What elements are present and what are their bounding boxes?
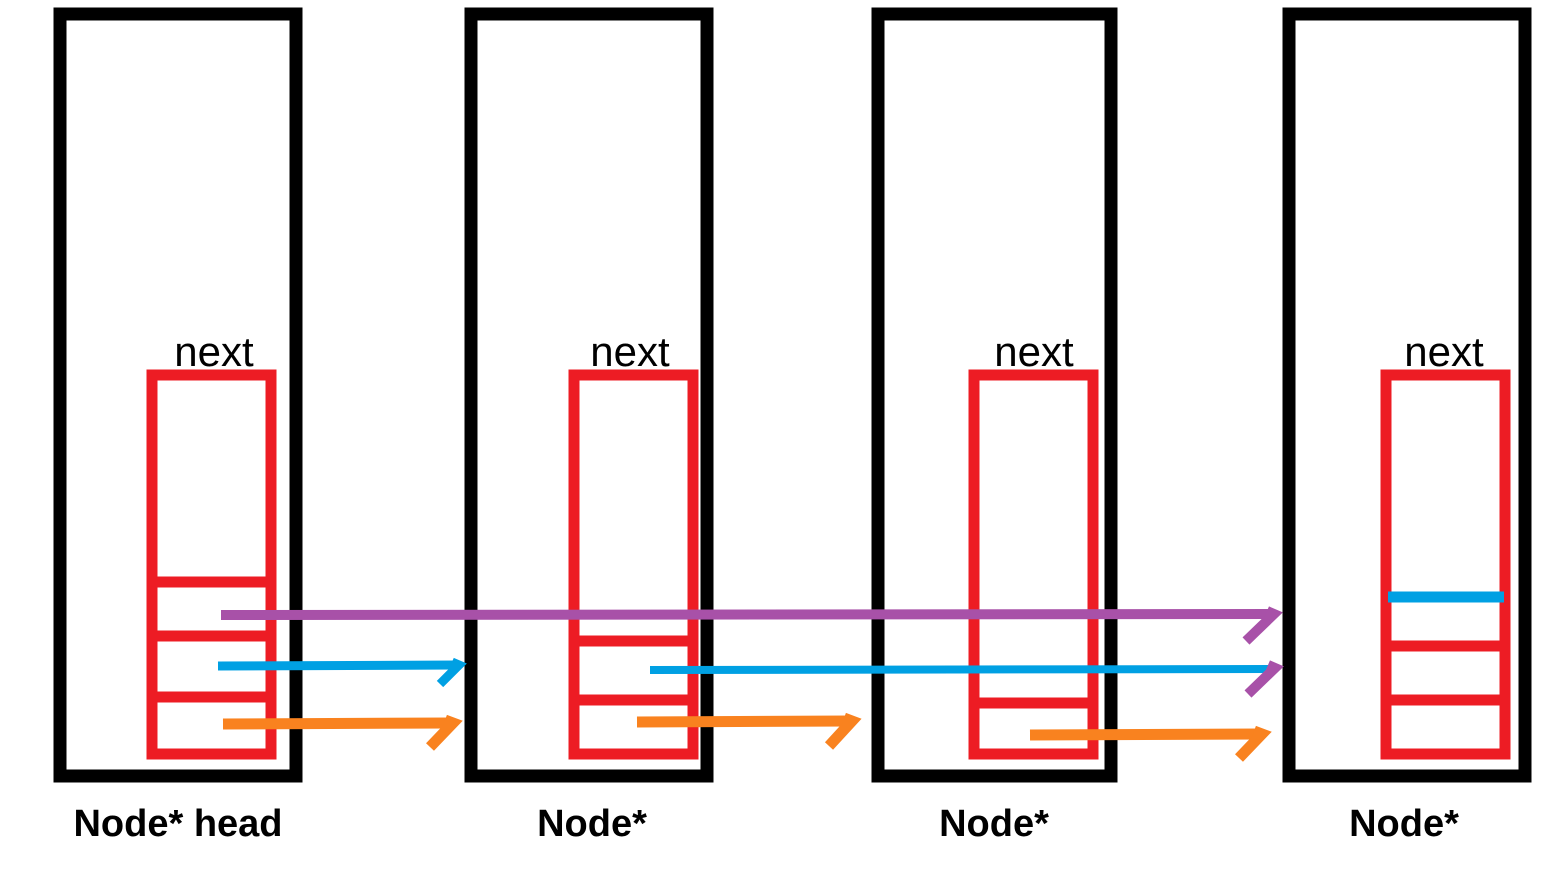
pointer-lines xyxy=(217,591,1504,762)
node-box-2 xyxy=(464,7,714,783)
node-box-1 xyxy=(53,7,303,783)
pointer-orange-arrowhead-2 xyxy=(824,712,862,750)
pointer-blue-line-2 xyxy=(649,665,1275,674)
pointer-orange-line-2 xyxy=(636,715,852,728)
pointer-purple-arrowhead-lower xyxy=(1244,660,1284,698)
node-caption-3: Node* xyxy=(939,803,1049,845)
pointer-orange-arrowhead-1 xyxy=(426,714,463,751)
field-box-node-4 xyxy=(1380,369,1511,760)
node-caption-4: Node* xyxy=(1349,803,1459,845)
pointer-purple-line xyxy=(220,609,1275,620)
node-captions: Node* head Node* Node* Node* xyxy=(73,803,1459,845)
node-boxes xyxy=(53,7,1532,783)
pointer-orange-line-1 xyxy=(222,717,453,730)
pointer-blue-arrowhead-1 xyxy=(436,657,467,688)
pointer-orange-line-3 xyxy=(1029,728,1262,741)
pointer-purple-arrowhead-upper xyxy=(1242,606,1283,645)
field-box-node-3 xyxy=(968,369,1099,760)
field-label-node-2: next xyxy=(590,328,670,375)
field-label-node-4: next xyxy=(1404,328,1484,375)
node-box-4 xyxy=(1282,7,1532,783)
pointer-blue-line-1 xyxy=(217,660,459,671)
field-boxes xyxy=(146,369,1511,760)
field-box-node-2 xyxy=(568,369,699,760)
field-label-node-3: next xyxy=(994,328,1074,375)
field-labels: next next next next xyxy=(174,328,1484,375)
pointer-orange-arrowhead-3 xyxy=(1235,725,1272,762)
node-caption-2: Node* xyxy=(537,803,647,845)
node-caption-1: Node* head xyxy=(73,803,282,845)
node-box-3 xyxy=(871,7,1118,783)
field-label-node-1: next xyxy=(174,328,254,375)
field-box-node-1 xyxy=(146,369,277,760)
